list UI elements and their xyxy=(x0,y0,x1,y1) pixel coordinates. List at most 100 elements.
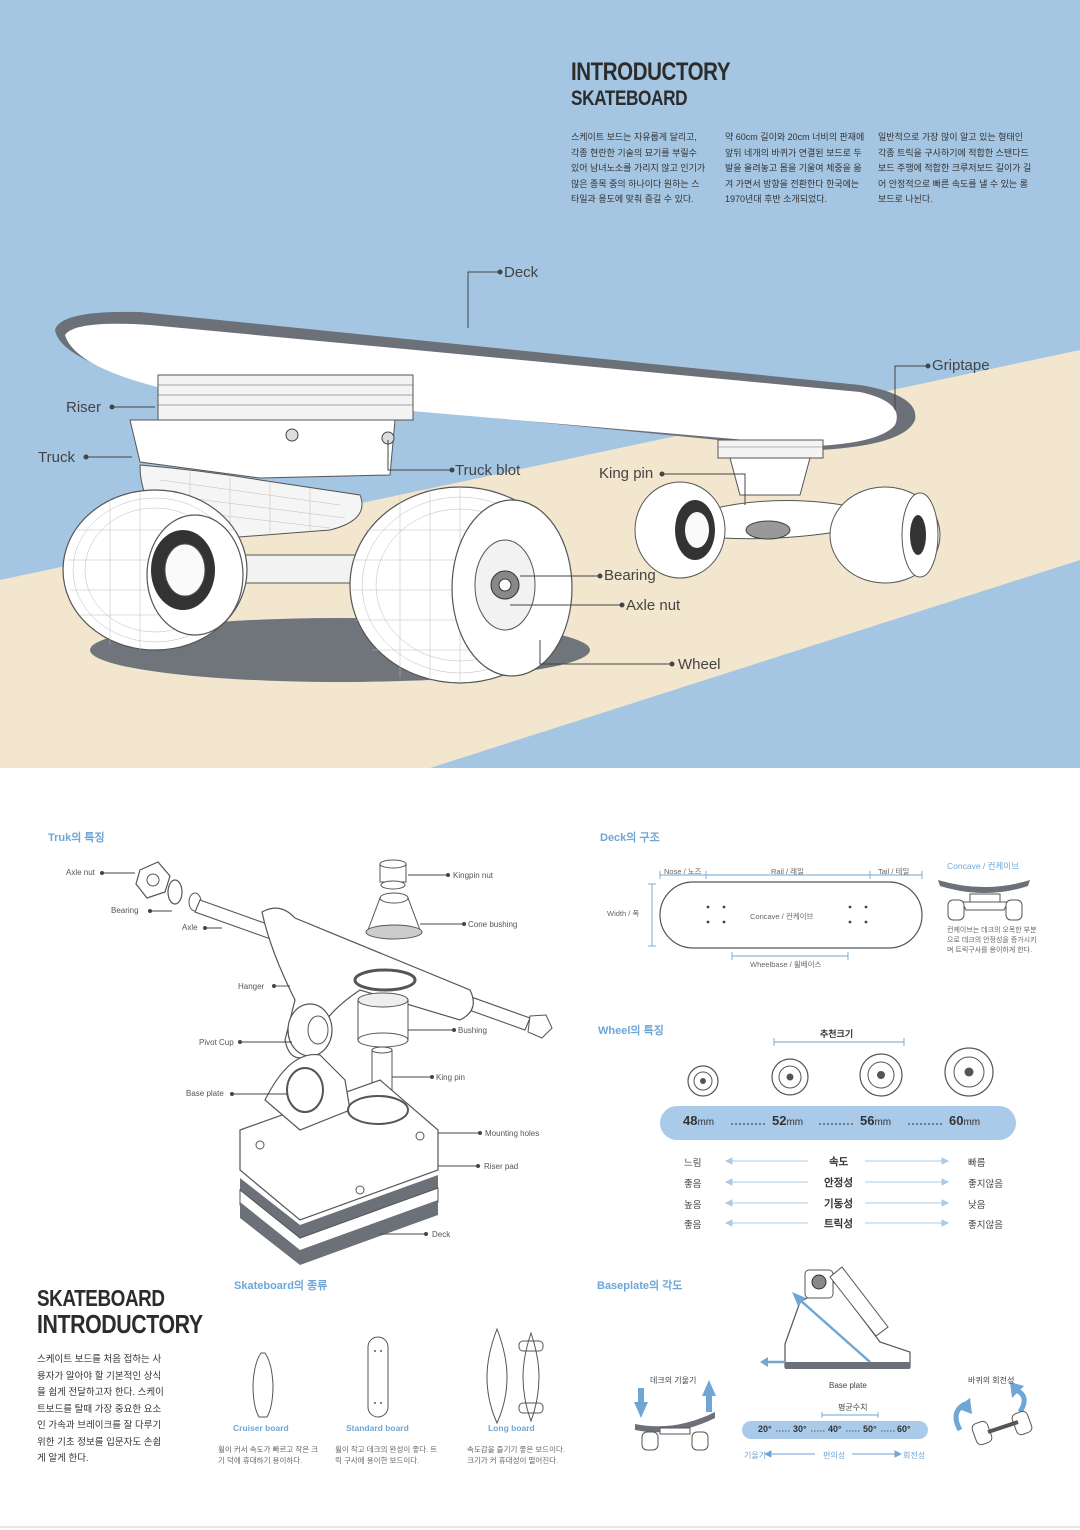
label-king-pin: King pin xyxy=(599,465,654,482)
wheel-56-icon xyxy=(859,1053,903,1097)
deck-wheelbase-label: Wheelbase / 휠베이스 xyxy=(750,960,822,969)
baseplate-angle-drawing xyxy=(760,1266,911,1369)
wheel-size-pill xyxy=(660,1106,1016,1140)
wheel-row-arrows xyxy=(724,1157,950,1227)
deck-tilt-label: 데크의 기울기 xyxy=(650,1376,697,1385)
deck-nose-label: Nose / 노즈 xyxy=(664,867,702,876)
part-base-plate: Base plate xyxy=(186,1089,224,1098)
wheel-row-1-right: 빠름 xyxy=(968,1158,986,1169)
wheel-row-2-right: 좋지않음 xyxy=(968,1179,1003,1190)
wheel-row-2-mid: 안정성 xyxy=(824,1177,853,1189)
wheel-48-icon xyxy=(687,1065,719,1097)
label-wheel: Wheel xyxy=(678,656,721,673)
intro-title-line1: SKATEBOARD xyxy=(37,1285,165,1311)
cruiser-board-icon xyxy=(252,1352,274,1418)
deck-rail-label: Rail / 레일 xyxy=(771,867,804,876)
standard-board-icon xyxy=(367,1336,389,1418)
wheel-size-48: 48mm xyxy=(683,1113,715,1128)
deck-structure-diagram xyxy=(648,871,1030,960)
hero-paragraph-3: 일반적으로 가장 많이 알고 있는 형태인 각종 트릭을 구사하기에 적합한 스… xyxy=(878,132,1032,204)
truck-exploded-diagram xyxy=(100,859,553,1265)
label-axle-nut: Axle nut xyxy=(626,597,681,614)
average-label: 평균수치 xyxy=(838,1403,868,1412)
baseplate-diagram xyxy=(634,1266,1033,1458)
wheel-row-3-left: 높음 xyxy=(684,1200,702,1211)
wheel-size-52: 52mm xyxy=(772,1113,804,1128)
axis-convenience-label: 편의성 xyxy=(823,1451,846,1460)
left-wheel-drawing xyxy=(62,489,248,651)
part-riser-pad: Riser pad xyxy=(484,1162,519,1171)
wheel-row-2-left: 좋음 xyxy=(684,1179,702,1190)
type-cruiser-desc: 휠이 커서 속도가 빠르고 작은 크기 덕에 휴대하기 용이하다. xyxy=(218,1445,319,1465)
wheel-turn-icon xyxy=(953,1382,1033,1446)
base-plate-label: Base plate xyxy=(829,1381,867,1390)
type-standard-desc: 휠이 작고 데크의 완성이 좋다. 트릭 구사에 용이한 보드이다. xyxy=(335,1445,438,1465)
wheel-row-3-mid: 기동성 xyxy=(824,1198,853,1210)
wheel-row-1-mid: 속도 xyxy=(829,1156,849,1168)
hero-title-line2: SKATEBOARD xyxy=(571,87,688,110)
wheel-60-icon xyxy=(944,1047,994,1097)
label-truck: Truck xyxy=(38,449,75,466)
long-board-icon xyxy=(486,1327,544,1425)
hero-paragraph-1: 스케이트 보드는 자유롭게 달리고, 각종 현란한 기술의 묘기를 부릴수 있어… xyxy=(571,132,706,204)
angle-60: 60° xyxy=(897,1424,911,1434)
intro-title-line2: INTRODUCTORY xyxy=(37,1309,203,1339)
label-riser: Riser xyxy=(66,399,102,416)
part-kingpin-nut: Kingpin nut xyxy=(453,871,494,880)
hero-title-line1: INTRODUCTORY xyxy=(571,58,731,86)
part-king-pin: King pin xyxy=(436,1073,465,1082)
types-section-title: Skateboard의 종류 xyxy=(234,1280,328,1292)
axis-tilt-label: 기울기 xyxy=(744,1451,767,1460)
angle-40: 40° xyxy=(828,1424,842,1434)
type-standard-name: Standard board xyxy=(346,1423,409,1433)
part-axle-nut: Axle nut xyxy=(66,868,95,877)
label-deck: Deck xyxy=(504,264,539,281)
baseplate-section-title: Baseplate의 각도 xyxy=(597,1280,683,1292)
part-hanger: Hanger xyxy=(238,982,265,991)
intro-text: 스케이트 보드를 처음 접하는 사용자가 알아야 할 기본적인 상식을 쉽게 전… xyxy=(37,1354,164,1464)
concave-title: Concave / 컨케이브 xyxy=(947,861,1019,871)
wheel-size-60: 60mm xyxy=(949,1113,981,1128)
deck-tilt-icon xyxy=(634,1380,716,1451)
label-truck-bolt: Truck blot xyxy=(455,462,521,479)
board-types-drawing xyxy=(252,1327,544,1425)
type-cruiser-name: Cruiser board xyxy=(233,1423,289,1433)
right-wheel-drawing xyxy=(349,486,573,684)
type-long-name: Long board xyxy=(488,1423,535,1433)
wheel-size-labels: 48mm 52mm 56mm 60mm xyxy=(660,1113,1016,1133)
angle-pill-dots xyxy=(776,1430,895,1432)
angle-20: 20° xyxy=(758,1424,772,1434)
part-cone-bushing: Cone bushing xyxy=(468,920,518,929)
part-bushing: Bushing xyxy=(458,1026,487,1035)
angle-30: 30° xyxy=(793,1424,807,1434)
angle-pill xyxy=(742,1421,928,1439)
deck-width-label: Width / 폭 xyxy=(607,909,640,918)
label-bearing: Bearing xyxy=(604,567,656,584)
truck-section-title: Truk의 특징 xyxy=(48,832,105,844)
part-mounting-holes: Mounting holes xyxy=(485,1129,540,1138)
angle-values: 20° 30° 40° 50° 60° xyxy=(742,1424,928,1438)
part-bearing: Bearing xyxy=(111,906,139,915)
wheel-turn-label: 바퀴의 회전성 xyxy=(968,1376,1015,1385)
wheel-row-1-left: 느림 xyxy=(684,1158,702,1169)
deck-section-title: Deck의 구조 xyxy=(600,832,660,844)
hero-section: INTRODUCTORY SKATEBOARD 스케이트 보드는 자유롭게 달리… xyxy=(0,0,1080,768)
wheel-size-icons xyxy=(687,1038,994,1097)
hero-paragraph-2: 약 60cm 길이와 20cm 너비의 판재에 앞뒤 네개의 바퀴가 연결된 보… xyxy=(725,132,865,204)
deck-concave-center: Concave / 컨케이브 xyxy=(750,912,814,921)
label-griptape: Griptape xyxy=(932,357,990,374)
angle-50: 50° xyxy=(863,1424,877,1434)
back-truck-drawing xyxy=(634,439,941,584)
wheel-row-4-left: 좋음 xyxy=(684,1220,702,1231)
wheel-section-title: Wheel의 특징 xyxy=(598,1025,664,1037)
deck-tail-label: Tail / 테일 xyxy=(878,867,910,876)
type-long-desc: 속도감을 즐기기 좋은 보드이다. 크기가 커 휴대성이 떨어진다. xyxy=(467,1445,566,1465)
wheel-size-dots xyxy=(731,1123,944,1125)
part-axle: Axle xyxy=(182,923,198,932)
wheel-row-3-right: 낮음 xyxy=(968,1200,986,1211)
wheel-52-icon xyxy=(771,1058,809,1096)
part-pivot-cup: Pivot Cup xyxy=(199,1038,234,1047)
wheel-row-4-mid: 트릭성 xyxy=(824,1218,853,1230)
part-deck: Deck xyxy=(432,1230,451,1239)
wheel-size-56: 56mm xyxy=(860,1113,892,1128)
